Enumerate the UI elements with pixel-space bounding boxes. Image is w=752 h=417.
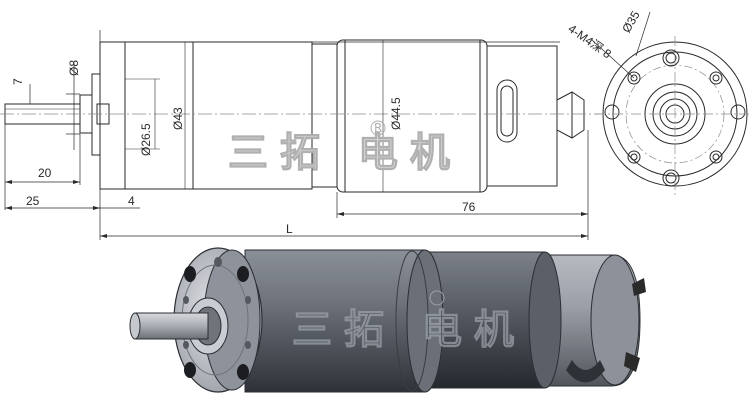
dim-shaft-len: 20 — [38, 166, 52, 180]
watermark-bottom: 三拓 电机 — [292, 307, 526, 353]
end-view — [591, 11, 752, 195]
registered-mark-top — [370, 120, 386, 136]
dim-pilot-dia: Ø26.5 — [139, 123, 153, 156]
dimension-lines — [4, 30, 589, 240]
dim-shaft-dia: Ø8 — [67, 60, 81, 76]
side-view — [0, 39, 600, 193]
dim-total-shaft: 25 — [26, 194, 40, 208]
dim-shaft-offset: 7 — [11, 78, 25, 85]
dim-gearbox-dia: Ø43 — [171, 107, 185, 130]
registered-letter-top: R — [374, 121, 382, 135]
dim-holes: 4-M4深 8 — [565, 21, 614, 61]
dim-motor-dia: Ø44.5 — [389, 97, 403, 130]
dim-motor-len: 76 — [462, 200, 476, 214]
dim-bolt-circle: Ø35 — [619, 8, 643, 35]
dim-overall: L — [286, 222, 293, 236]
registered-mark-bottom — [429, 290, 445, 306]
dim-collar: 4 — [128, 194, 135, 208]
dimension-arrows — [5, 180, 588, 238]
motor-render — [129, 247, 646, 393]
watermark-top: 三拓 电机 — [228, 130, 462, 176]
